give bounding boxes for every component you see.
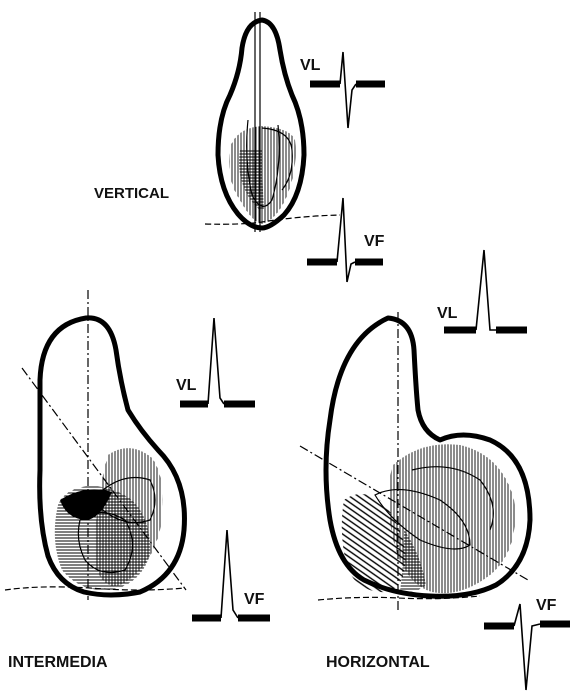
- vertical-heart: [205, 12, 340, 232]
- intermedia-label: INTERMEDIA: [8, 654, 108, 671]
- vertical-label: VERTICAL: [94, 185, 169, 202]
- intermedia-vf-label: VF: [244, 591, 265, 608]
- vertical-vf-label: VF: [364, 233, 385, 250]
- intermedia-heart: [5, 290, 186, 600]
- vertical-vl-waveform: [310, 52, 385, 128]
- vertical-vl-label: VL: [300, 57, 321, 74]
- horizontal-vl-label: VL: [437, 305, 458, 322]
- horizontal-vf-label: VF: [536, 597, 557, 614]
- horizontal-label: HORIZONTAL: [326, 654, 430, 671]
- horizontal-vf-waveform: [484, 604, 570, 690]
- horizontal-heart: [300, 312, 530, 612]
- intermedia-vl-label: VL: [176, 377, 197, 394]
